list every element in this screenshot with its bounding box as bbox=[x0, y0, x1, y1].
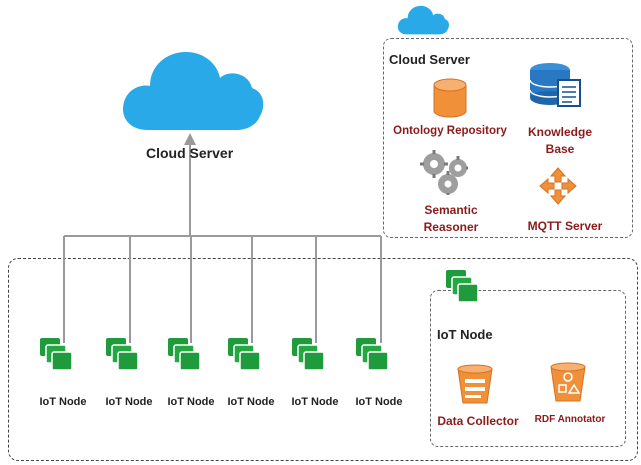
knowledge-base-label-line2: Base bbox=[545, 142, 575, 156]
data-collector-icon bbox=[457, 364, 493, 404]
iot-network-box bbox=[8, 258, 638, 461]
iot-node-label: IoT Node bbox=[167, 396, 215, 408]
cloud-detail-title: Cloud Server bbox=[389, 52, 470, 67]
iot-node-label: IoT Node bbox=[227, 396, 275, 408]
iot-node-icon bbox=[40, 338, 73, 371]
semantic-reasoner-label-line2: Reasoner bbox=[423, 220, 479, 234]
iot-node-label: IoT Node bbox=[39, 396, 87, 408]
semantic-reasoner-label-line1: Semantic bbox=[424, 203, 478, 217]
mqtt-server-label: MQTT Server bbox=[527, 219, 603, 233]
database-icon bbox=[433, 78, 467, 118]
iot-node-icon bbox=[106, 338, 139, 371]
cloud-detail-box bbox=[383, 38, 633, 238]
iot-node-label: IoT Node bbox=[291, 396, 339, 408]
iot-node-detail-title: IoT Node bbox=[437, 327, 493, 342]
cloud-server-label: Cloud Server bbox=[146, 145, 234, 161]
iot-node-label: IoT Node bbox=[355, 396, 403, 408]
ontology-repository-label: Ontology Repository bbox=[393, 125, 507, 137]
iot-node-label: IoT Node bbox=[105, 396, 153, 408]
node-detail-box bbox=[430, 290, 626, 447]
rdf-annotator-icon bbox=[550, 362, 586, 402]
iot-node-icon bbox=[356, 338, 389, 371]
iot-node-icon bbox=[292, 338, 325, 371]
uplink-arrow bbox=[184, 133, 196, 145]
mqtt-arrows-icon bbox=[539, 167, 577, 205]
knowledge-base-label-line1: Knowledge bbox=[527, 125, 592, 139]
gears-icon bbox=[420, 150, 468, 195]
data-collector-label: Data Collector bbox=[437, 414, 519, 428]
rdf-annotator-label: RDF Annotator bbox=[534, 414, 606, 425]
cloud-small-icon bbox=[397, 5, 450, 35]
cloud-icon bbox=[123, 52, 264, 130]
iot-node-detail-icon bbox=[446, 270, 479, 303]
knowledge-base-icon bbox=[529, 63, 581, 107]
iot-node-icon bbox=[228, 338, 261, 371]
iot-node-icon bbox=[168, 338, 201, 371]
